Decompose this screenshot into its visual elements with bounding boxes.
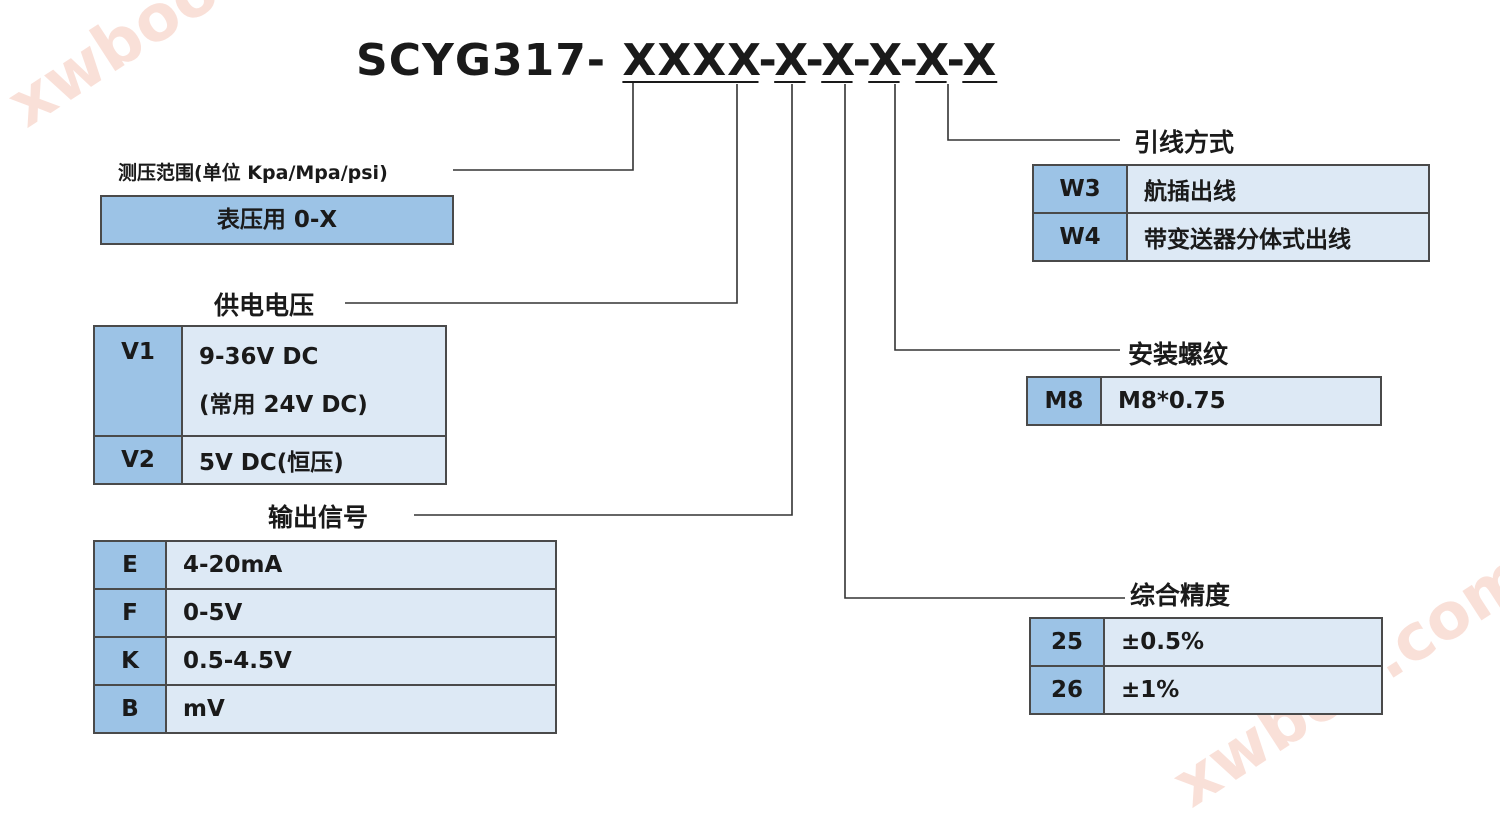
model-sep: - xyxy=(758,35,775,86)
table-row: M8 M8*0.75 xyxy=(1026,376,1382,426)
table-row: 26 ±1% xyxy=(1029,665,1383,715)
connector-thread xyxy=(894,84,1120,351)
model-accuracy-code: X xyxy=(868,35,900,86)
connector-range xyxy=(453,82,634,171)
table-row: B mV xyxy=(93,684,557,734)
output-desc: 4-20mA xyxy=(165,540,557,590)
range-value: 表压用 0-X xyxy=(100,195,454,245)
voltage-code: V2 xyxy=(93,435,183,485)
accuracy-code: 25 xyxy=(1029,617,1105,667)
connector-voltage xyxy=(345,84,738,304)
connector-accuracy xyxy=(844,84,1125,599)
voltage-desc-line1: 9-36V DC xyxy=(199,344,319,370)
table-row: W4 带变送器分体式出线 xyxy=(1032,212,1430,262)
table-row: V2 5V DC(恒压) xyxy=(93,435,447,485)
voltage-table: V1 9-36V DC (常用 24V DC) V2 5V DC(恒压) xyxy=(93,325,447,485)
wiring-code: W4 xyxy=(1032,212,1128,262)
model-range-code: XXXX xyxy=(622,35,759,86)
model-sep: - xyxy=(946,35,963,86)
wiring-table: W3 航插出线 W4 带变送器分体式出线 xyxy=(1032,164,1430,262)
voltage-desc: 5V DC(恒压) xyxy=(181,435,447,485)
wiring-desc: 航插出线 xyxy=(1126,164,1430,214)
thread-code: M8 xyxy=(1026,376,1102,426)
output-desc: mV xyxy=(165,684,557,734)
voltage-desc-line2: (常用 24V DC) xyxy=(199,392,368,418)
wiring-desc: 带变送器分体式出线 xyxy=(1126,212,1430,262)
model-thread-code: X xyxy=(915,35,947,86)
accuracy-desc: ±1% xyxy=(1103,665,1383,715)
accuracy-table: 25 ±0.5% 26 ±1% xyxy=(1029,617,1383,715)
connector-output xyxy=(414,84,793,516)
model-sep: - xyxy=(852,35,869,86)
range-title: 测压范围(单位 Kpa/Mpa/psi) xyxy=(118,162,388,184)
model-output-code: X xyxy=(821,35,853,86)
thread-desc: M8*0.75 xyxy=(1100,376,1382,426)
output-desc: 0.5-4.5V xyxy=(165,636,557,686)
model-sep: - xyxy=(805,35,822,86)
connector-wiring xyxy=(947,84,1120,141)
table-row: W3 航插出线 xyxy=(1032,164,1430,214)
table-row: F 0-5V xyxy=(93,588,557,638)
output-desc: 0-5V xyxy=(165,588,557,638)
table-row: 25 ±0.5% xyxy=(1029,617,1383,667)
table-row: K 0.5-4.5V xyxy=(93,636,557,686)
table-row: E 4-20mA xyxy=(93,540,557,590)
model-sep: - xyxy=(899,35,916,86)
model-prefix: SCYG317- xyxy=(356,35,623,86)
voltage-desc: 9-36V DC (常用 24V DC) xyxy=(181,325,447,437)
voltage-title: 供电电压 xyxy=(214,291,315,320)
output-code: F xyxy=(93,588,167,638)
thread-table: M8 M8*0.75 xyxy=(1026,376,1382,426)
model-wiring-code: X xyxy=(962,35,998,86)
wiring-code: W3 xyxy=(1032,164,1128,214)
thread-title: 安装螺纹 xyxy=(1128,340,1229,369)
output-code: E xyxy=(93,540,167,590)
model-voltage-code: X xyxy=(774,35,806,86)
voltage-code: V1 xyxy=(93,325,183,437)
accuracy-title: 综合精度 xyxy=(1130,581,1231,610)
output-table: E 4-20mA F 0-5V K 0.5-4.5V B mV xyxy=(93,540,557,734)
output-code: B xyxy=(93,684,167,734)
model-code: SCYG317- XXXX-X-X-X-X-X xyxy=(356,34,997,88)
accuracy-code: 26 xyxy=(1029,665,1105,715)
wiring-title: 引线方式 xyxy=(1134,128,1235,157)
accuracy-desc: ±0.5% xyxy=(1103,617,1383,667)
output-code: K xyxy=(93,636,167,686)
output-title: 输出信号 xyxy=(268,503,369,532)
table-row: V1 9-36V DC (常用 24V DC) xyxy=(93,325,447,437)
